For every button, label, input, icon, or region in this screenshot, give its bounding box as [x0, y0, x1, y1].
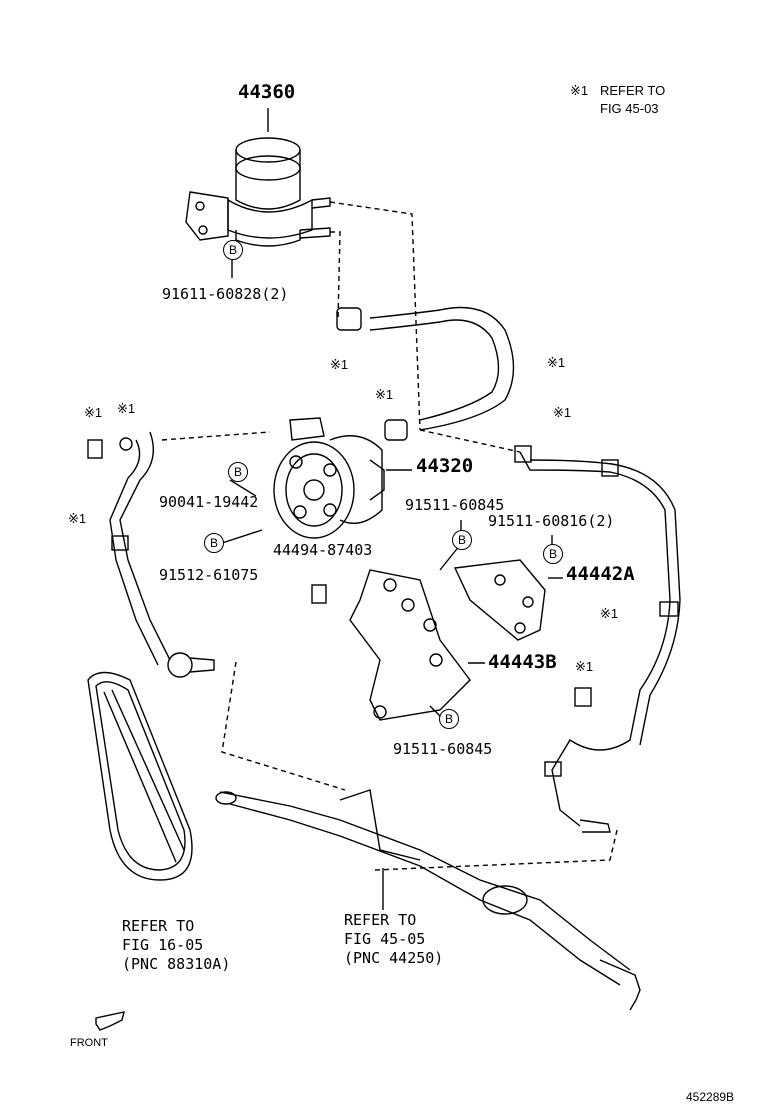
- return-hose: [336, 306, 515, 441]
- part-90041: 90041-19442: [159, 493, 259, 511]
- bracket-44443b: [349, 569, 471, 721]
- reservoir-drawing: [185, 137, 331, 247]
- rack-ref-line2: FIG 45-05: [344, 930, 426, 948]
- pressure-tube: [514, 445, 681, 833]
- part-44494: 44494-87403: [273, 541, 373, 559]
- rack-ref-line3: (PNC 44250): [344, 949, 444, 967]
- front-label: FRONT: [70, 1037, 108, 1049]
- part-91511-bottom: 91511-60845: [393, 740, 493, 758]
- note-line1: REFER TO: [600, 83, 666, 98]
- part-91511-top: 91511-60845: [405, 496, 505, 514]
- ref-mark: ※1: [117, 401, 136, 416]
- belt-ref-line1: REFER TO: [122, 917, 195, 935]
- b-mark: B: [452, 530, 472, 550]
- part-91611: 91611-60828(2): [162, 285, 289, 303]
- front-arrow: [95, 1011, 125, 1031]
- bracket-44442a: [453, 559, 546, 641]
- ref-mark: ※1: [575, 659, 594, 674]
- steering-rack: [215, 789, 641, 1011]
- rack-ref-line1: REFER TO: [344, 911, 417, 929]
- part-91511-2: 91511-60816(2): [488, 512, 615, 530]
- ref-mark: ※1: [553, 405, 572, 420]
- b-mark: B: [543, 544, 563, 564]
- part-44320: 44320: [416, 455, 474, 477]
- pump-drawing: [273, 417, 385, 539]
- ref-mark: ※1: [84, 405, 103, 420]
- drive-belt: [87, 671, 193, 881]
- ref-mark: ※1: [68, 511, 87, 526]
- pressure-hose: [87, 431, 215, 678]
- belt-ref-line3: (PNC 88310A): [122, 955, 231, 973]
- ref-mark: ※1: [600, 606, 619, 621]
- part-91512: 91512-61075: [159, 566, 259, 584]
- ref-mark: ※1: [375, 387, 394, 402]
- clip-drawing: [311, 584, 327, 604]
- figure-id: 452289B: [686, 1090, 735, 1104]
- b-mark: B: [223, 240, 243, 260]
- part-44360: 44360: [238, 81, 296, 103]
- ref-mark: ※1: [330, 357, 349, 372]
- ref-mark: ※1: [547, 355, 566, 370]
- part-44443b: 44443B: [488, 651, 557, 673]
- part-44442a: 44442A: [566, 563, 635, 585]
- belt-ref-line2: FIG 16-05: [122, 936, 204, 954]
- b-mark: B: [228, 462, 248, 482]
- note-line2: FIG 45-03: [600, 101, 659, 116]
- note-mark: ※1: [570, 83, 589, 98]
- b-mark: B: [439, 709, 459, 729]
- b-mark: B: [204, 533, 224, 553]
